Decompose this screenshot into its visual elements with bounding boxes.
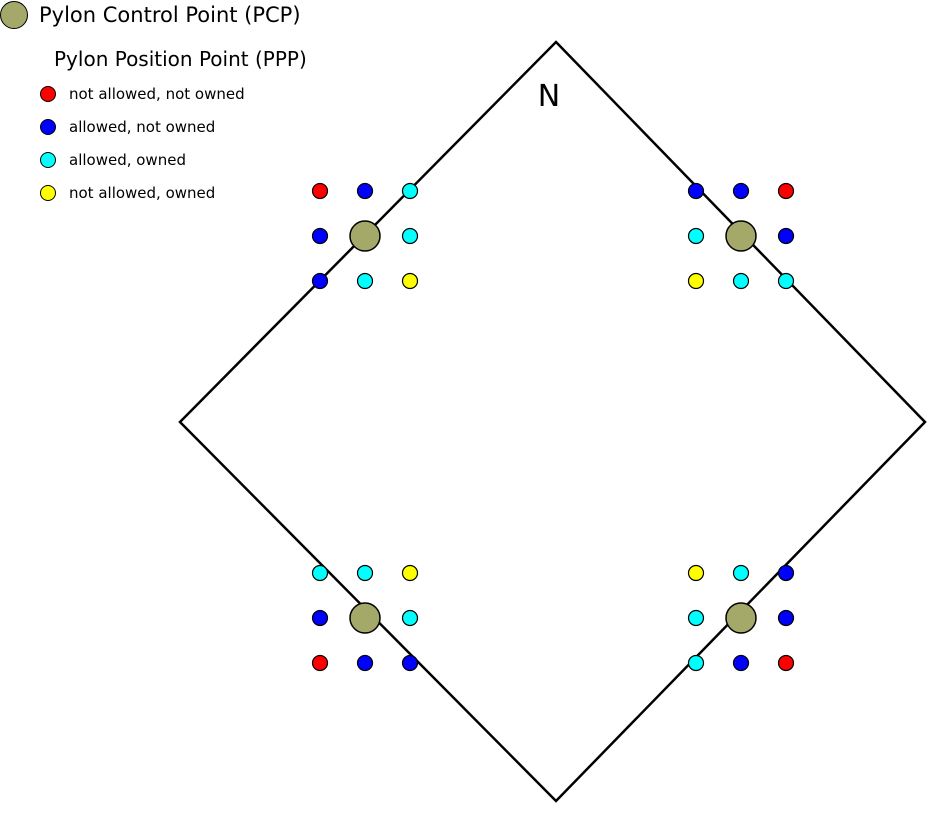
legend-item-label: not allowed, owned <box>69 184 216 202</box>
pcp-label: Pylon Control Point (PCP) <box>39 3 301 27</box>
ppp-dot-blue <box>311 272 329 290</box>
ppp-dot-icon <box>40 152 56 168</box>
ppp-dot-blue <box>777 564 795 582</box>
legend-item: not allowed, owned <box>40 184 307 202</box>
ppp-dot-cyan <box>401 182 419 200</box>
ppp-dot-blue <box>356 654 374 672</box>
ppp-dot-blue <box>732 182 750 200</box>
legend-item: allowed, owned <box>40 151 307 169</box>
legend-pcp-row: Pylon Control Point (PCP) <box>0 1 307 29</box>
ppp-dot-blue <box>401 654 419 672</box>
ppp-dot-blue <box>777 609 795 627</box>
pcp-circle-lower-right <box>725 602 757 634</box>
legend-item-label: allowed, owned <box>69 151 186 169</box>
legend-item: allowed, not owned <box>40 118 307 136</box>
ppp-dot-cyan <box>732 564 750 582</box>
pcp-circle-upper-left <box>349 220 381 252</box>
ppp-dot-cyan <box>687 609 705 627</box>
ppp-dot-icon <box>40 185 56 201</box>
ppp-dot-yellow <box>687 564 705 582</box>
pcp-circle-lower-left <box>349 602 381 634</box>
ppp-dot-red <box>777 182 795 200</box>
legend-item-label: not allowed, not owned <box>69 85 245 103</box>
legend-items: not allowed, not owned allowed, not owne… <box>0 85 307 202</box>
ppp-dot-red <box>311 654 329 672</box>
ppp-dot-cyan <box>687 654 705 672</box>
ppp-dot-blue <box>311 227 329 245</box>
ppp-dot-blue <box>687 182 705 200</box>
ppp-dot-red <box>777 654 795 672</box>
ppp-title: Pylon Position Point (PPP) <box>54 47 307 71</box>
ppp-dot-cyan <box>356 564 374 582</box>
ppp-dot-cyan <box>732 272 750 290</box>
ppp-dot-cyan <box>777 272 795 290</box>
pcp-circle-upper-right <box>725 220 757 252</box>
legend: Pylon Control Point (PCP) Pylon Position… <box>0 1 307 217</box>
legend-item: not allowed, not owned <box>40 85 307 103</box>
ppp-dot-cyan <box>401 227 419 245</box>
course-diamond <box>178 40 927 803</box>
ppp-dot-cyan <box>401 609 419 627</box>
ppp-dot-yellow <box>401 272 419 290</box>
ppp-dot-blue <box>311 609 329 627</box>
ppp-dot-cyan <box>311 564 329 582</box>
ppp-dot-icon <box>40 86 56 102</box>
ppp-dot-red <box>311 182 329 200</box>
north-label: N <box>538 79 560 114</box>
ppp-dot-blue <box>356 182 374 200</box>
ppp-dot-cyan <box>356 272 374 290</box>
ppp-dot-yellow <box>687 272 705 290</box>
ppp-dot-cyan <box>687 227 705 245</box>
pcp-swatch-icon <box>0 1 28 29</box>
ppp-dot-blue <box>732 654 750 672</box>
ppp-dot-icon <box>40 119 56 135</box>
ppp-dot-blue <box>777 227 795 245</box>
ppp-dot-yellow <box>401 564 419 582</box>
legend-item-label: allowed, not owned <box>69 118 216 136</box>
